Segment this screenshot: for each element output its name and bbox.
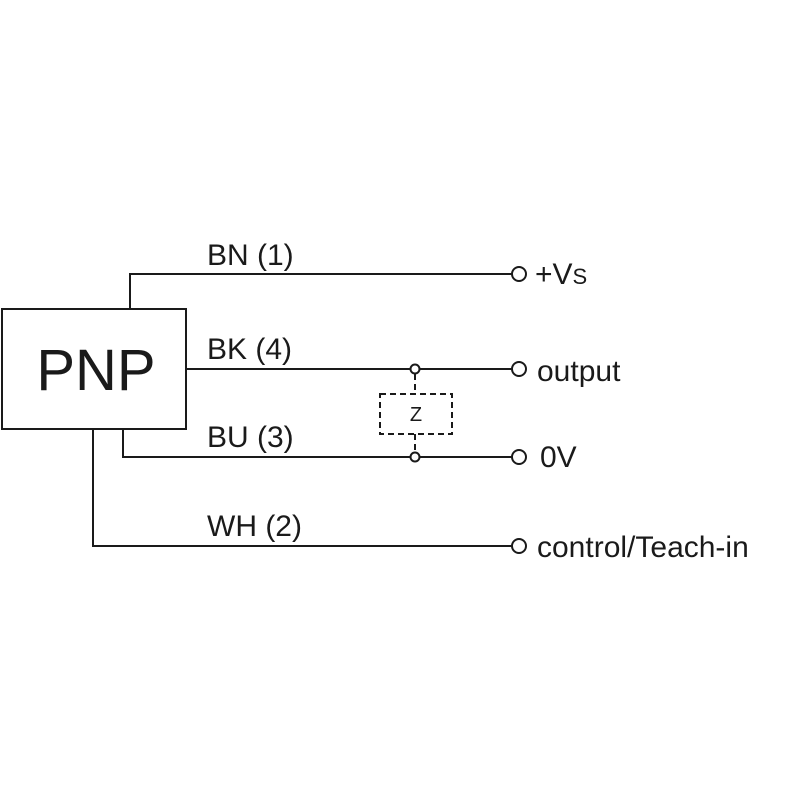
terminal-label-vs: +VS [535,258,587,291]
wire-bu [122,429,512,458]
terminal-output [511,361,527,377]
wire-label-wh: WH (2) [207,510,302,543]
wire-bn [129,273,512,309]
wire-label-bu: BU (3) [207,421,294,454]
wire-label-bk: BK (4) [207,333,292,366]
terminal-vs [511,266,527,282]
load-z-box [379,393,453,435]
load-z-label: Z [410,404,422,426]
wire-label-bn: BN (1) [207,239,294,272]
junction-output [409,363,421,375]
terminal-0v [511,449,527,465]
terminal-label-control: control/Teach-in [537,531,749,564]
wire-wh [92,429,512,547]
pnp-label: PNP [36,338,155,403]
pnp-sensor-box [1,308,187,430]
junction-0v [409,451,421,463]
terminal-control [511,538,527,554]
terminal-label-0v: 0V [540,441,577,474]
terminal-label-output: output [537,355,621,388]
